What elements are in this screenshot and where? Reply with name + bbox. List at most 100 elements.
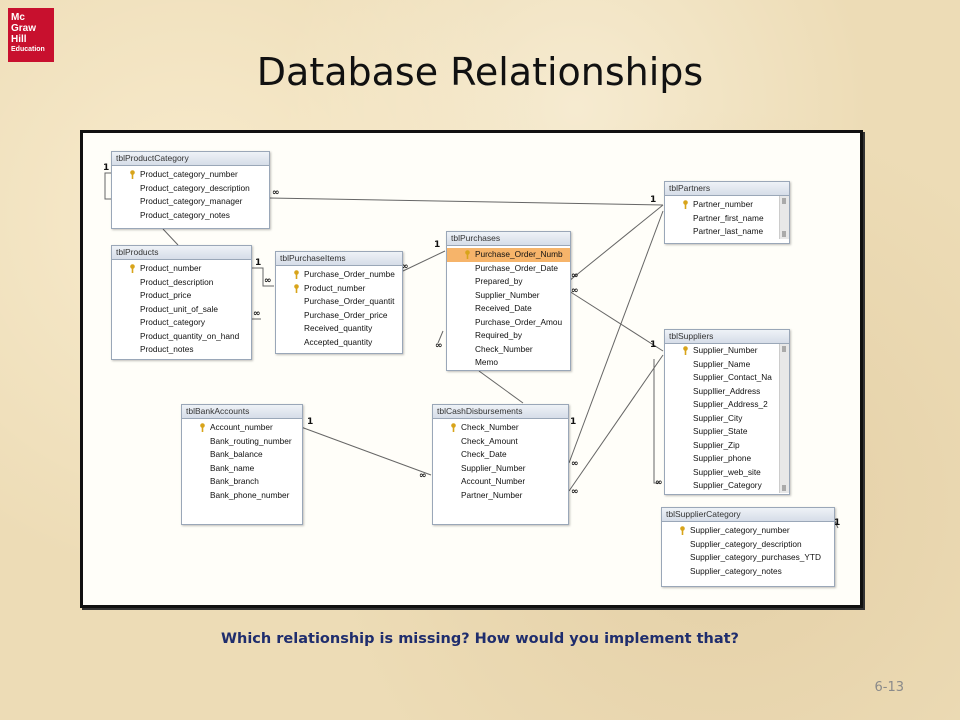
field-row[interactable]: Product_category_description <box>112 182 269 196</box>
field-row[interactable]: Supplier_City <box>665 412 789 426</box>
field-row[interactable]: Product_quantity_on_hand <box>112 330 251 344</box>
table-cashdisbursements[interactable]: tblCashDisbursements Check_Number Check_… <box>432 404 569 525</box>
field-row[interactable]: Product_category_notes <box>112 209 269 223</box>
field-name: Bank_balance <box>210 449 263 459</box>
field-row[interactable]: Check_Date <box>433 448 568 462</box>
field-row[interactable]: Product_description <box>112 276 251 290</box>
table-title[interactable]: tblPurchaseItems <box>276 252 402 266</box>
field-row[interactable]: Bank_balance <box>182 448 302 462</box>
question-text: Which relationship is missing? How would… <box>221 631 739 647</box>
field-row[interactable]: Supplier_State <box>665 425 789 439</box>
field-row[interactable]: Product_category_manager <box>112 195 269 209</box>
field-row[interactable]: Supplier_phone <box>665 452 789 466</box>
field-row[interactable]: Product_category_number <box>112 168 269 182</box>
table-suppliercategory[interactable]: tblSupplierCategory Supplier_category_nu… <box>661 507 835 587</box>
table-title[interactable]: tblProductCategory <box>112 152 269 166</box>
field-row[interactable]: Required_by <box>447 329 570 343</box>
table-title[interactable]: tblCashDisbursements <box>433 405 568 419</box>
field-row[interactable]: Account_number <box>182 421 302 435</box>
field-row[interactable]: Supplier_Number <box>433 462 568 476</box>
field-row[interactable]: Supplier_Zip <box>665 439 789 453</box>
publisher-logo: Mc Graw Hill Education <box>8 8 54 62</box>
cardinality-one: 1 <box>834 518 840 528</box>
field-name: Suppllier_Address <box>693 385 761 396</box>
field-name: Supplier_State <box>693 426 748 436</box>
table-title[interactable]: tblBankAccounts <box>182 405 302 419</box>
field-row[interactable]: Check_Amount <box>433 435 568 449</box>
relationship-line <box>568 210 664 464</box>
field-name: Bank_routing_number <box>210 435 292 446</box>
field-row[interactable]: Bank_phone_number <box>182 489 302 503</box>
field-row[interactable]: Bank_routing_number <box>182 435 302 449</box>
field-name: Purchase_Order_Numb <box>475 249 563 259</box>
field-name: Check_Number <box>475 343 533 354</box>
scrollbar[interactable] <box>779 196 789 239</box>
field-row[interactable]: Product_price <box>112 289 251 303</box>
field-row[interactable]: Received_quantity <box>276 322 402 336</box>
field-row[interactable]: Supplier_category_description <box>662 538 834 552</box>
field-row[interactable]: Product_unit_of_sale <box>112 303 251 317</box>
relationships-diagram: 1 ∞ 1 1 ∞ ∞ ∞ 1 ∞ ∞ ∞ 1 1 ∞ 1 ∞ ∞ ∞ 1 tb… <box>80 130 863 608</box>
logo-line: Education <box>11 46 45 53</box>
field-name: Accepted_quantity <box>304 336 373 347</box>
field-name: Partner_last_name <box>693 226 764 236</box>
cardinality-one: 1 <box>650 195 656 205</box>
table-bankaccounts[interactable]: tblBankAccounts Account_number Bank_rout… <box>181 404 303 525</box>
field-row[interactable]: Supplier_web_site <box>665 466 789 480</box>
field-row[interactable]: Bank_branch <box>182 475 302 489</box>
table-title[interactable]: tblSupplierCategory <box>662 508 834 522</box>
field-name: Supplier_Number <box>693 345 758 355</box>
relationship-line <box>162 228 179 246</box>
field-row[interactable]: Partner_first_name <box>665 212 789 226</box>
table-purchaseitems[interactable]: tblPurchaseItems Purchase_Order_numbe Pr… <box>275 251 403 354</box>
field-name: Partner_number <box>693 199 753 209</box>
field-row[interactable]: Supplier_Name <box>665 358 789 372</box>
field-row[interactable]: Supplier_Contact_Na <box>665 371 789 385</box>
field-row[interactable]: Partner_Number <box>433 489 568 503</box>
field-row[interactable]: Check_Number <box>433 421 568 435</box>
field-row[interactable]: Supplier_Category <box>665 479 789 493</box>
table-suppliers[interactable]: tblSuppliers Supplier_Number Supplier_Na… <box>664 329 790 495</box>
table-title[interactable]: tblPurchases <box>447 232 570 246</box>
field-row[interactable]: Partner_last_name <box>665 225 789 239</box>
table-purchases[interactable]: tblPurchases Purchase_Order_Numb Purchas… <box>446 231 571 371</box>
field-row[interactable]: Partner_number <box>665 198 789 212</box>
field-row[interactable]: Purchase_Order_price <box>276 309 402 323</box>
field-row[interactable]: Purchase_Order_numbe <box>276 268 402 282</box>
field-row[interactable]: Supplier_category_notes <box>662 565 834 579</box>
table-title[interactable]: tblProducts <box>112 246 251 260</box>
field-row[interactable]: Supplier_Address_2 <box>665 398 789 412</box>
field-row[interactable]: Accepted_quantity <box>276 336 402 350</box>
field-name: Supplier_category_notes <box>690 565 782 576</box>
table-title[interactable]: tblPartners <box>665 182 789 196</box>
field-row[interactable]: Received_Date <box>447 302 570 316</box>
field-row[interactable]: Prepared_by <box>447 275 570 289</box>
scrollbar[interactable] <box>779 344 789 493</box>
field-row[interactable]: Product_number <box>112 262 251 276</box>
cardinality-many: ∞ <box>655 478 663 488</box>
table-partners[interactable]: tblPartners Partner_number Partner_first… <box>664 181 790 244</box>
field-row[interactable]: Purchase_Order_Date <box>447 262 570 276</box>
key-icon <box>465 250 470 259</box>
field-row[interactable]: Bank_name <box>182 462 302 476</box>
field-row[interactable]: Supplier_category_purchases_YTD <box>662 551 834 565</box>
field-row[interactable]: Product_category <box>112 316 251 330</box>
field-row[interactable]: Purchase_Order_Amou <box>447 316 570 330</box>
field-row[interactable]: Supplier_category_number <box>662 524 834 538</box>
cardinality-many: ∞ <box>401 262 409 272</box>
field-row[interactable]: Memo <box>447 356 570 370</box>
table-title[interactable]: tblSuppliers <box>665 330 789 344</box>
table-productcategory[interactable]: tblProductCategory Product_category_numb… <box>111 151 270 229</box>
field-name: Purchase_Order_quantit <box>304 296 395 306</box>
field-row[interactable]: Supplier_Number <box>447 289 570 303</box>
field-row-selected[interactable]: Purchase_Order_Numb <box>447 248 570 262</box>
field-row[interactable]: Account_Number <box>433 475 568 489</box>
field-row[interactable]: Check_Number <box>447 343 570 357</box>
field-row[interactable]: Supplier_Number <box>665 344 789 358</box>
field-row[interactable]: Suppllier_Address <box>665 385 789 399</box>
key-icon <box>680 526 685 535</box>
field-row[interactable]: Product_number <box>276 282 402 296</box>
field-row[interactable]: Product_notes <box>112 343 251 357</box>
field-row[interactable]: Purchase_Order_quantit <box>276 295 402 309</box>
table-products[interactable]: tblProducts Product_number Product_descr… <box>111 245 252 360</box>
